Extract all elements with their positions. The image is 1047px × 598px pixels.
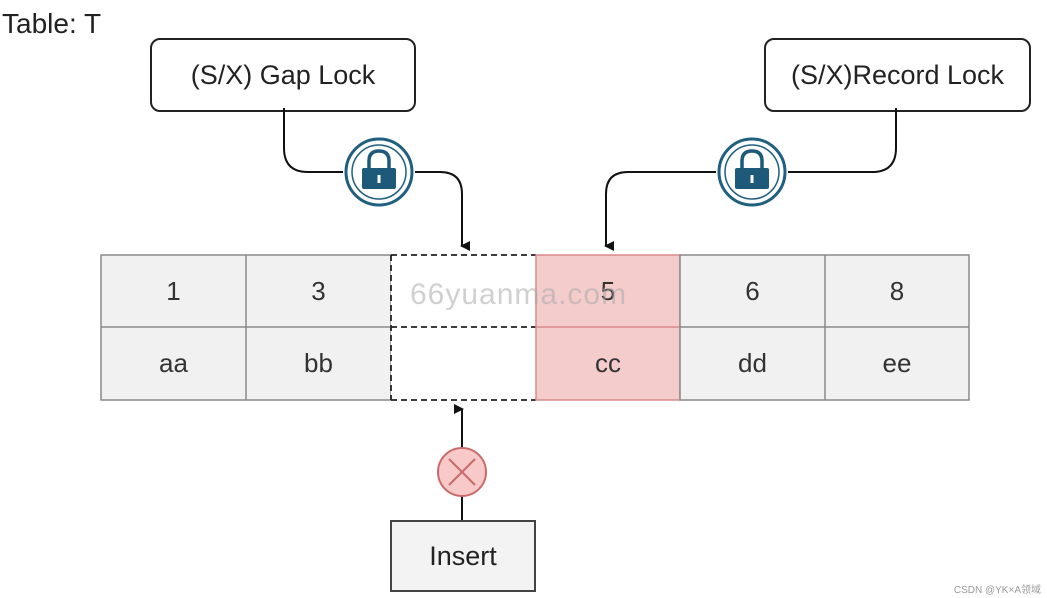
record-lock-arrow [604,171,716,251]
value-cell-dd: dd [738,348,767,378]
value-cell-aa: aa [159,348,188,378]
table-grid [100,254,970,401]
record-lock-connector [788,108,897,173]
id-cell-5: 5 [600,275,616,306]
id-cell-1: 1 [166,275,181,306]
gap-lock-arrow [415,171,470,251]
id-cell-8: 8 [889,275,905,306]
record-lock-label: (S/X)Record Lock [790,59,1005,90]
gap-lock-icon [344,137,414,207]
value-cell-ee: ee [882,348,912,378]
watermark: 66yuanma.com [410,278,628,311]
id-cell-6: 6 [745,275,760,306]
record-lock-icon [717,137,787,207]
value-cell-bb: bb [304,348,333,378]
id-cell-3: 3 [311,275,326,306]
blocked-icon [437,447,487,497]
insert-box: Insert [390,520,536,592]
insert-label: Insert [429,540,497,571]
record-lock-box: (S/X)Record Lock [764,38,1031,112]
gap-lock-connector [283,108,343,173]
gap-lock-label: (S/X) Gap Lock [190,59,376,90]
credit-text: CSDN @YK×A领域 [953,585,1041,596]
table-title: Table: T [2,8,102,39]
value-cell-cc: cc [595,348,621,378]
gap-lock-box: (S/X) Gap Lock [150,38,416,112]
